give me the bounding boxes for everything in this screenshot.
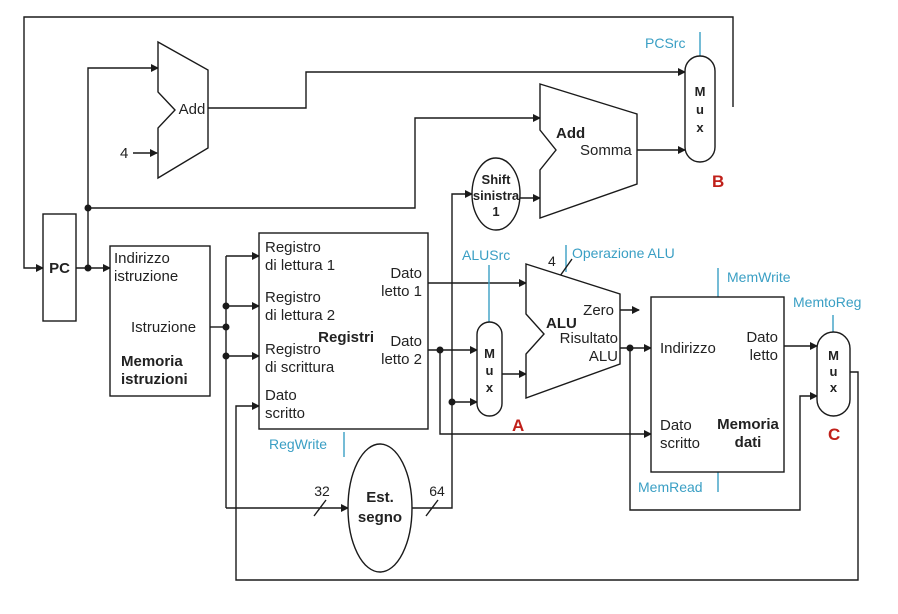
alu-result-label-2: ALU (589, 348, 618, 365)
mux-c-letter-m: M (828, 348, 839, 363)
reg-write-1: Registro (265, 341, 321, 358)
shift-label-2: sinistra (473, 188, 520, 203)
reg-out1-1: Dato (390, 265, 422, 282)
reg-out2-1: Dato (390, 333, 422, 350)
sign-extend-unit (347, 443, 413, 573)
shift-left-unit (471, 157, 521, 231)
reg-out2-2: letto 2 (381, 351, 422, 368)
dmem-title-1: Memoria (717, 416, 779, 433)
pc-adder (157, 40, 209, 180)
reg-write-2: di scrittura (265, 359, 335, 376)
alu-zero-label: Zero (583, 302, 614, 319)
dmem-title-2: dati (735, 434, 762, 451)
junctions (84, 204, 634, 406)
control-wires (343, 32, 834, 492)
wire-pc-next (23, 16, 734, 272)
branch-adder-title: Add (556, 125, 585, 142)
mux-alusrc (476, 321, 503, 417)
ctrl-memwrite-label: MemWrite (727, 269, 791, 285)
branch-adder (539, 83, 638, 219)
dmem-wdata-2: scritto (660, 435, 700, 452)
reg-wdata-2: scritto (265, 405, 305, 422)
reg-read1-2: di lettura 1 (265, 257, 335, 274)
reg-read1-1: Registro (265, 239, 321, 256)
ctrl-memread-label: MemRead (638, 479, 703, 495)
wire-alu-bypass (629, 348, 818, 511)
bus-width-marks (313, 258, 573, 517)
alu-label: ALU (546, 315, 577, 332)
reg-title: Registri (318, 329, 374, 346)
shift-label-1: Shift (482, 172, 512, 187)
pc-adder-label: Add (179, 101, 206, 118)
ctrl-alusrc-label: ALUSrc (462, 247, 510, 263)
mux-c-letter-u: u (830, 364, 838, 379)
wire-add-to-mux (208, 68, 686, 109)
alu-result-label-1: Risultato (560, 330, 618, 347)
ctrl-regwrite-label: RegWrite (269, 436, 327, 452)
dmem-rdata-2: letto (750, 347, 778, 364)
wire-pc-to-add (87, 64, 159, 268)
sign-ext-label-1: Est. (366, 489, 394, 506)
mux-a-letter-x: x (486, 380, 494, 395)
wire-writeback (235, 371, 859, 581)
wires (23, 16, 859, 581)
ctrl-memtoreg-label: MemtoReg (793, 294, 861, 310)
data-memory (650, 296, 785, 473)
alu-unit (525, 263, 621, 399)
mux-a-letter-m: M (484, 346, 495, 361)
wire-rd2-to-mem (439, 350, 652, 438)
imem-title-1: Memoria (121, 353, 183, 370)
dmem-wdata-1: Dato (660, 417, 692, 434)
imem-instr: Istruzione (131, 319, 196, 336)
instruction-memory (109, 245, 211, 397)
marker-a: A (512, 416, 524, 435)
width-out-label: 64 (429, 483, 445, 499)
alu-op-width: 4 (548, 253, 556, 269)
imem-addr-2: istruzione (114, 268, 178, 285)
mux-pcsrc (684, 55, 716, 163)
branch-adder-out-label: Somma (580, 142, 632, 159)
mux-a-letter-u: u (486, 363, 494, 378)
shift-label-3: 1 (492, 204, 499, 219)
imem-addr-1: Indirizzo (114, 250, 170, 267)
reg-wdata-1: Dato (265, 387, 297, 404)
pc-register (42, 213, 77, 322)
width-in-label: 32 (314, 483, 330, 499)
mux-memtoreg (816, 331, 851, 417)
dmem-rdata-1: Dato (746, 329, 778, 346)
ctrl-aluop-label: Operazione ALU (572, 245, 675, 261)
reg-read2-2: di lettura 2 (265, 307, 335, 324)
mux-c-letter-x: x (830, 380, 838, 395)
wire-pc-to-branch-add (88, 114, 541, 209)
mux-b-letter-x: x (696, 120, 704, 135)
pc-label: PC (49, 260, 70, 277)
marker-c: C (828, 425, 840, 444)
sign-ext-label-2: segno (358, 509, 402, 526)
reg-out1-2: letto 1 (381, 283, 422, 300)
const-four-label: 4 (120, 145, 128, 162)
mux-b-letter-u: u (696, 102, 704, 117)
ctrl-pcsrc-label: PCSrc (645, 35, 685, 51)
imem-title-2: istruzioni (121, 371, 188, 388)
marker-b: B (712, 172, 724, 191)
mux-b-letter-m: M (695, 84, 706, 99)
register-file (258, 232, 429, 430)
reg-read2-1: Registro (265, 289, 321, 306)
dmem-addr: Indirizzo (660, 340, 716, 357)
